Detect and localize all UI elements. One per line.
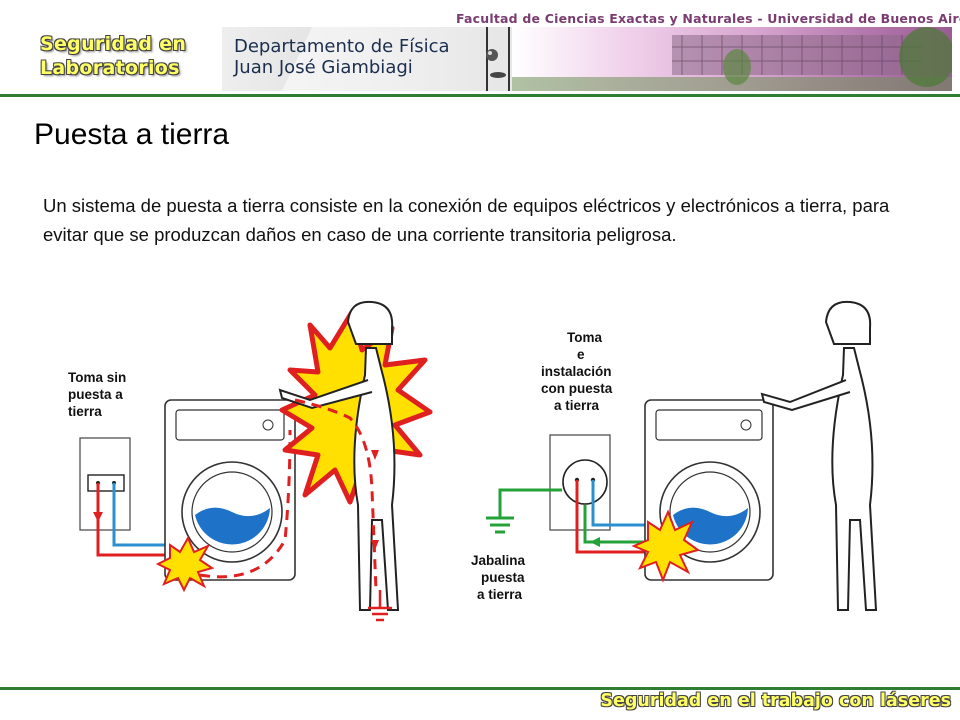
left-fault-spark — [155, 535, 215, 593]
ground-label-line-1: Jabalina — [471, 553, 526, 568]
left-leak-path — [199, 429, 292, 579]
department-banner-graphic — [282, 27, 512, 91]
footer-title: Seguridad en el trabajo con láseres — [600, 691, 951, 711]
right-label-line-1: Toma — [567, 330, 602, 345]
department-banner — [222, 27, 512, 91]
left-live-wire — [96, 483, 175, 557]
slide-body-text: Un sistema de puesta a tierra consiste e… — [43, 195, 890, 245]
right-drum-water — [673, 507, 748, 545]
ground-label-line-3: a tierra — [477, 587, 523, 602]
ground-rod-symbol — [486, 516, 514, 534]
brand-line-2: Laboratorios — [40, 57, 180, 79]
left-ground-symbol — [368, 590, 392, 622]
building-photo — [512, 27, 952, 91]
department-line-2: Juan José Giambiagi — [234, 57, 413, 78]
building-photo-graphic — [512, 27, 952, 91]
header-divider — [0, 94, 960, 97]
ground-label-line-2: puesta — [481, 570, 525, 585]
slide-title: Puesta a tierra — [34, 118, 230, 151]
brand-logo-text: Seguridad en Laboratorios — [40, 32, 186, 80]
left-label-line-3: tierra — [68, 404, 102, 419]
right-live-wire — [575, 480, 650, 554]
left-drum-water — [195, 507, 270, 545]
left-label-line-2: puesta a — [68, 387, 123, 402]
right-ground-return — [583, 505, 665, 544]
right-neutral-wire — [591, 480, 665, 527]
department-line-1: Departamento de Física — [234, 36, 450, 57]
right-label-line-3: instalación — [541, 364, 612, 379]
faculty-name: Facultad de Ciencias Exactas y Naturales… — [456, 11, 960, 26]
left-scene-no-ground: Toma sin puesta a tierra — [68, 300, 433, 622]
right-scene-grounded: Toma e instalación con puesta a tierra J… — [471, 300, 878, 611]
right-fault-spark — [631, 509, 701, 583]
left-label-line-1: Toma sin — [68, 370, 126, 385]
grounding-illustration: Toma sin puesta a tierra — [68, 300, 878, 622]
right-label-line-4: con puesta — [541, 381, 613, 396]
left-shock-path — [294, 398, 378, 591]
right-outlet-socket — [562, 459, 608, 505]
right-label-line-2: e — [577, 347, 585, 362]
brand-line-1: Seguridad en — [40, 33, 187, 55]
department-name: Departamento de Física Juan José Giambia… — [234, 36, 450, 78]
footer-divider — [0, 687, 960, 690]
right-person — [760, 300, 878, 611]
left-outlet-socket — [87, 474, 125, 492]
right-label-line-5: a tierra — [554, 398, 600, 413]
ground-wire — [498, 488, 562, 518]
